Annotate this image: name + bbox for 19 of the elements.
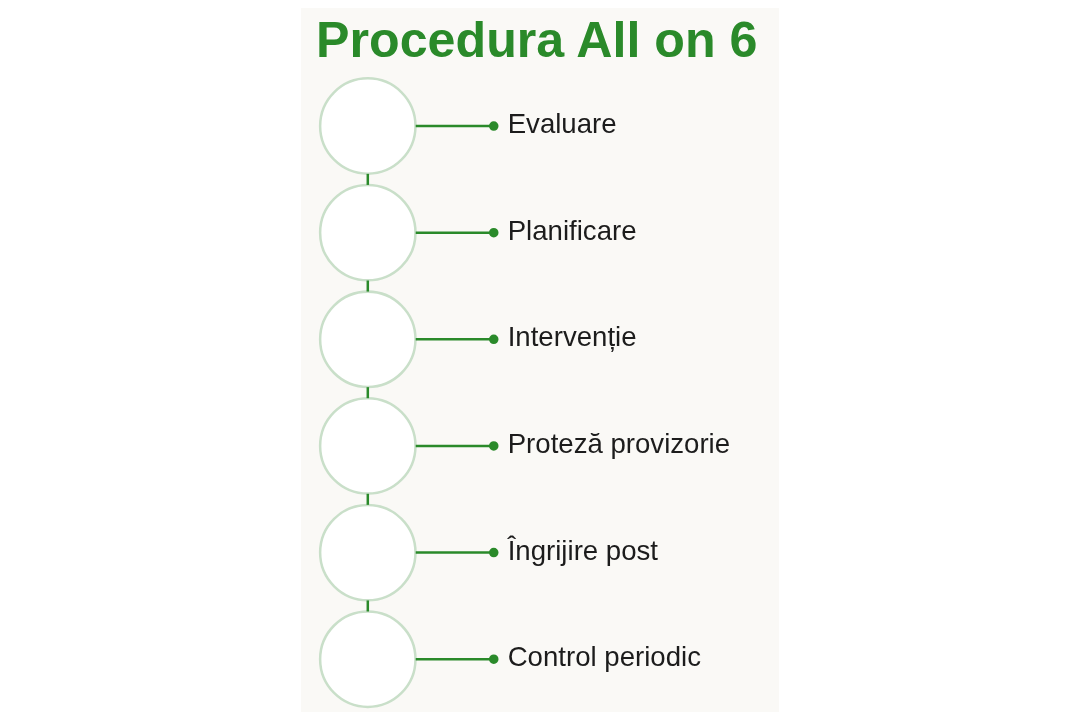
connector <box>415 547 499 558</box>
connector <box>415 227 499 238</box>
connector <box>415 654 499 664</box>
node-circle <box>318 77 417 175</box>
connector <box>415 441 499 451</box>
node-text: Proteză provizorie <box>507 427 731 459</box>
node-circle <box>318 503 417 602</box>
node-text: Control periodic <box>507 641 701 673</box>
node-text: Intervenție <box>507 321 637 353</box>
node-text: Planificare <box>507 214 637 246</box>
connector <box>415 121 499 131</box>
node-circle <box>318 290 417 389</box>
node-text: Îngrijire post <box>507 534 659 566</box>
node-circle <box>318 610 417 709</box>
node-circle <box>318 397 417 495</box>
diagram-title: Procedura All on 6 <box>316 12 758 69</box>
node-circle <box>318 183 417 282</box>
node-text: Evaluare <box>507 108 617 140</box>
connector <box>415 334 499 345</box>
